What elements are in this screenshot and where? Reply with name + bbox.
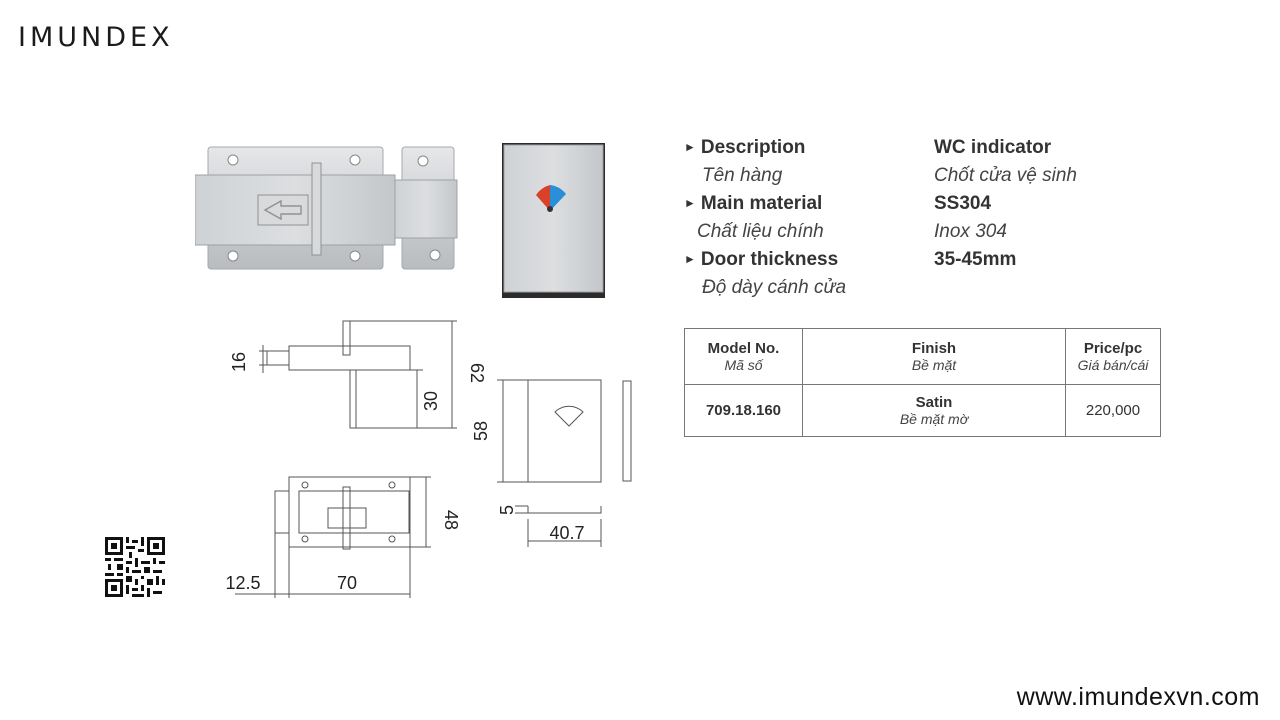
- spec-label: Main material: [700, 193, 823, 214]
- plate-drawing: [497, 379, 632, 547]
- spec-value-vi: Inox 304: [934, 221, 1007, 242]
- table-row: 709.18.160 Satin Bề mặt mờ 220,000: [684, 384, 1161, 437]
- spec-label: Description: [700, 137, 806, 158]
- technical-drawings: 16 62 30 58 5 40.7 48 12.5 70: [225, 320, 632, 598]
- spec-description: ► Description WC indicator: [684, 137, 1154, 165]
- spec-material: ► Main material SS304: [684, 193, 1154, 221]
- spec-label-vi: Chất liệu chính: [697, 221, 824, 242]
- indicator-photo: [502, 143, 605, 298]
- top-view-drawing: [235, 476, 431, 598]
- cell-price: 220,000: [1065, 384, 1161, 437]
- bullet-triangle-icon: ►: [684, 252, 696, 266]
- header-finish: Finish Bề mặt: [802, 328, 1066, 385]
- dim-side-total-height: 62: [467, 363, 487, 383]
- spec-label: Door thickness: [700, 249, 839, 270]
- spec-material-vi: Chất liệu chính Inox 304: [684, 221, 1154, 249]
- bullet-triangle-icon: ►: [684, 140, 696, 154]
- brand-logo: IMUNDEX: [18, 22, 174, 53]
- spec-description-vi: Tên hàng Chốt cửa vệ sinh: [684, 165, 1154, 193]
- product-photos: [195, 143, 605, 298]
- spec-value-vi: Chốt cửa vệ sinh: [934, 165, 1078, 186]
- spec-value: WC indicator: [934, 137, 1052, 158]
- latch-photo: [195, 146, 458, 270]
- spec-value: SS304: [934, 193, 992, 214]
- website-link[interactable]: www.imundexvn.com: [1016, 683, 1260, 711]
- spec-label-vi: Độ dày cánh cửa: [702, 277, 847, 298]
- spec-value: 35-45mm: [934, 249, 1017, 270]
- spec-door-thickness-vi: Độ dày cánh cửa: [684, 277, 1154, 305]
- dim-plate-height: 58: [471, 421, 491, 441]
- dim-side-bolt-height: 16: [229, 352, 249, 372]
- dim-plate-width: 40.7: [549, 523, 584, 543]
- side-view-drawing: [259, 320, 457, 429]
- cell-model: 709.18.160: [684, 384, 803, 437]
- spec-door-thickness: ► Door thickness 35-45mm: [684, 249, 1154, 277]
- dim-plate-depth: 5: [497, 505, 517, 515]
- product-table: Model No. Mã số Finish Bề mặt Price/pc G…: [684, 328, 1161, 437]
- qr-code-icon[interactable]: [105, 537, 165, 597]
- spec-list: ► Description WC indicator Tên hàng Chốt …: [684, 137, 1154, 305]
- dim-top-bolt-offset: 12.5: [225, 573, 260, 593]
- dim-top-height: 48: [441, 510, 461, 530]
- table-header-row: Model No. Mã số Finish Bề mặt Price/pc G…: [684, 328, 1161, 385]
- dim-side-stem: 30: [421, 391, 441, 411]
- bullet-triangle-icon: ►: [684, 196, 696, 210]
- header-price: Price/pc Giá bán/cái: [1065, 328, 1161, 385]
- header-model: Model No. Mã số: [684, 328, 803, 385]
- dim-top-width: 70: [337, 573, 357, 593]
- spec-label-vi: Tên hàng: [702, 165, 783, 186]
- cell-finish: Satin Bề mặt mờ: [802, 384, 1066, 437]
